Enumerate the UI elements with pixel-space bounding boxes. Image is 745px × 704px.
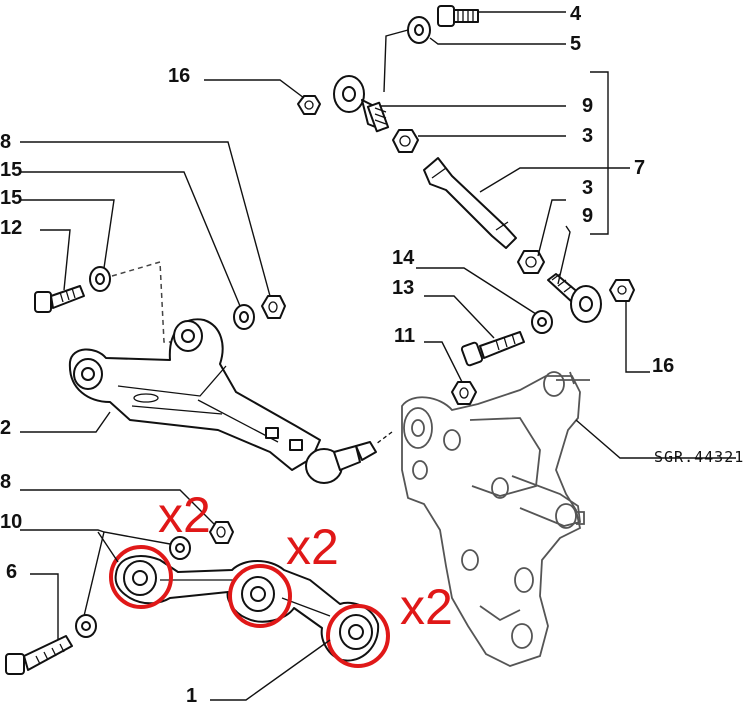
callout-12: 12 [0,217,22,239]
callout-13: 13 [392,277,414,299]
bolt-part-4 [437,5,479,27]
washer-part-5 [407,16,431,44]
quantity-marks: x2 x2 x2 [158,487,453,635]
callout-16-upper: 16 [168,65,190,87]
callout-1: 1 [186,685,197,704]
washer-part-15-right [233,304,255,330]
callout-4: 4 [570,3,582,25]
callout-16-lower: 16 [652,355,674,377]
bolt-part-13 [460,331,525,367]
rod-end-part-9-lower [547,273,602,323]
callout-11: 11 [394,325,415,347]
washer-part-10-lower [75,614,97,638]
reference-code: SGR.44321 [654,448,744,466]
nut-part-8-lower [209,521,234,544]
callout-3-lower: 3 [582,177,593,199]
callout-labels: 4 5 16 9 3 7 3 9 16 8 15 15 12 14 13 11 … [0,3,744,704]
nut-part-16-upper [297,95,321,115]
nut-part-16-lower [609,279,635,302]
rod-end-part-9-upper [333,75,390,133]
callout-5: 5 [570,33,581,55]
callout-15-upper: 15 [0,159,22,181]
adjuster-sleeve-part-7 [423,157,517,249]
callout-9-lower: 9 [582,205,593,227]
callout-3-upper: 3 [582,125,593,147]
nut-part-3-lower [517,250,545,274]
nut-part-8-upper [261,295,286,319]
nut-part-3-upper [392,129,419,153]
callout-8-upper: 8 [0,131,11,153]
bolt-part-12 [34,285,85,313]
bushing-highlight-middle [228,564,292,628]
callout-8-lower: 8 [0,471,11,493]
quantity-mark-middle: x2 [286,519,339,575]
washer-part-14 [531,310,553,334]
callout-9-upper: 9 [582,95,593,117]
callout-7: 7 [634,157,645,179]
bushing-highlight-left [109,545,173,609]
bolt-axis-guide [111,261,176,343]
quantity-mark-left: x2 [158,487,211,543]
hub-carrier-knuckle [401,371,590,667]
callout-6: 6 [6,561,17,583]
quantity-mark-right: x2 [400,579,453,635]
washer-part-10 [169,536,191,560]
callout-10: 10 [0,511,22,533]
washer-part-15-left [89,266,111,292]
upper-control-arm-part-2 [68,318,393,484]
leader-lines [20,11,736,701]
bolt-part-6 [5,635,73,675]
nut-part-11 [451,381,477,405]
callout-14: 14 [392,247,415,269]
lower-control-arm-part-1 [114,555,380,662]
callout-15-lower: 15 [0,187,22,209]
callout-2: 2 [0,417,11,439]
bushing-highlight-right [326,604,390,668]
